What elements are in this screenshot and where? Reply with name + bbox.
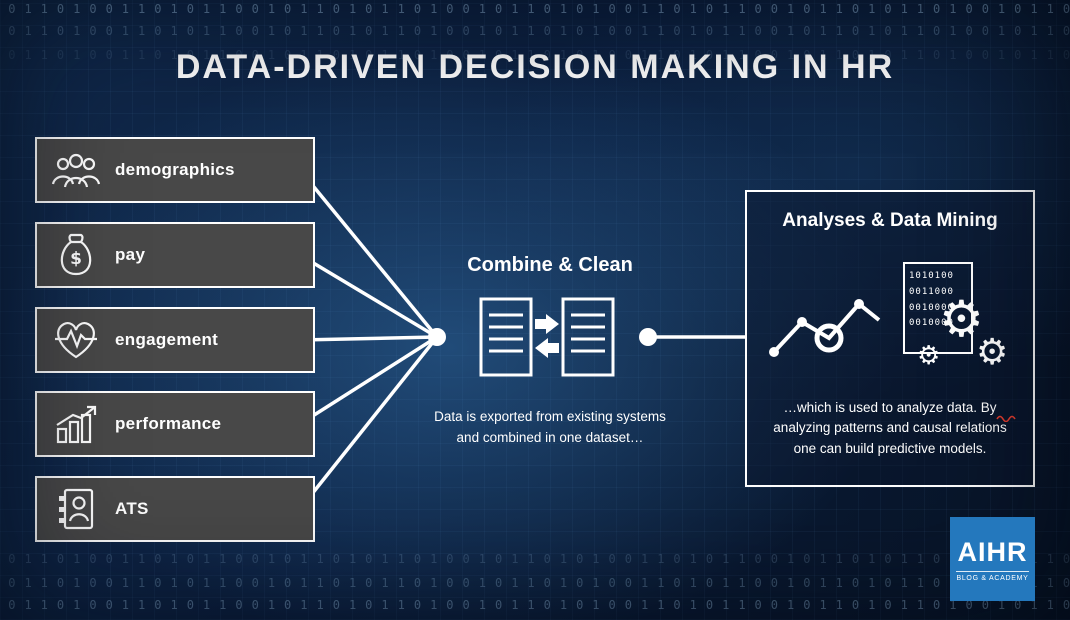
analyses-title: Analyses & Data Mining xyxy=(782,210,998,231)
merge-lines xyxy=(298,168,745,511)
analyses-caption-line: one can build predictive models. xyxy=(793,440,987,456)
analyses-caption: …which is used to analyze data. By analy… xyxy=(757,398,1023,459)
analyses-caption-line: analyzing patterns and causal relations xyxy=(773,420,1007,436)
gear-icon: ⚙ xyxy=(939,291,984,347)
binary-data-icon: 1010100 0011000 0010000 0010000 xyxy=(903,262,973,354)
connector-line xyxy=(299,335,438,342)
aihr-logo-tagline: BLOG & ACADEMY xyxy=(956,570,1029,582)
source-label: pay xyxy=(115,245,146,264)
source-label: performance xyxy=(115,414,222,433)
analyses-caption-line: …which is used to analyze data. By xyxy=(783,400,997,415)
source-label: engagement xyxy=(115,330,219,349)
contact-book-icon xyxy=(49,487,103,531)
connector-line xyxy=(298,335,439,511)
connector-line xyxy=(299,335,438,426)
source-box-engagement: engagement xyxy=(35,307,315,373)
page-title: DATA-DRIVEN DECISION MAKING IN HR xyxy=(175,48,895,86)
gear-icon: ⚙ xyxy=(976,331,1009,372)
heart-pulse-icon xyxy=(49,319,103,361)
money-bag-icon: $ xyxy=(49,232,103,278)
binary-line: 0011000 xyxy=(909,286,954,297)
documents-exchange-icon xyxy=(478,294,616,385)
binary-line: 1010100 xyxy=(909,271,954,281)
gear-icon: ⚙ xyxy=(917,340,941,370)
source-label: ATS xyxy=(115,499,149,518)
output-node-circle xyxy=(639,328,657,346)
combine-caption-line: and combined in one dataset… xyxy=(456,429,644,445)
analyses-panel: Analyses & Data Mining 1010100 0011000 0… xyxy=(745,190,1035,487)
analytics-chart-icon xyxy=(769,292,884,369)
red-squiggle-mark xyxy=(996,409,1020,427)
svg-text:$: $ xyxy=(70,249,82,269)
binary-line: 0010000 xyxy=(909,302,954,313)
source-box-demographics: demographics xyxy=(35,137,315,203)
aihr-logo-name: AIHR xyxy=(957,536,1028,567)
merge-node-circle xyxy=(428,328,446,346)
source-label: demographics xyxy=(115,160,235,179)
combine-caption: Data is exported from existing systems a… xyxy=(385,407,715,449)
binary-line: 0010000 xyxy=(909,318,954,329)
people-icon xyxy=(49,151,103,189)
bar-chart-icon xyxy=(49,403,103,445)
combine-clean-title: Combine & Clean xyxy=(467,254,633,276)
aihr-logo: AIHR BLOG & ACADEMY xyxy=(950,517,1035,601)
connector-line xyxy=(298,168,439,339)
connector-line xyxy=(299,253,438,339)
source-box-ats: ATS xyxy=(35,476,315,542)
combine-caption-line: Data is exported from existing systems xyxy=(434,409,666,424)
source-box-pay: $ pay xyxy=(35,222,315,288)
source-box-performance: performance xyxy=(35,391,315,457)
